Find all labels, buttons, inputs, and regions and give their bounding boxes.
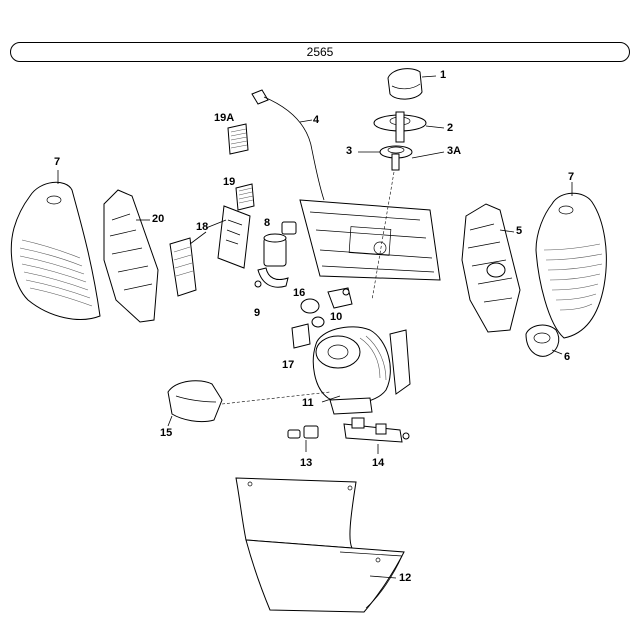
- label-part-13: 13: [300, 457, 313, 469]
- label-part-3a: 3A: [447, 145, 462, 157]
- part-5-end-panel: [461, 203, 521, 333]
- label-part-19a: 19A: [214, 112, 235, 124]
- label-part-14: 14: [372, 457, 385, 469]
- label-part-4: 4: [313, 114, 320, 126]
- part-2-sprocket: [373, 111, 445, 143]
- part-1-cap: [387, 68, 437, 100]
- part-15-trolley: [167, 380, 331, 427]
- label-part-10: 10: [330, 311, 343, 323]
- part-19-grill: [235, 183, 255, 211]
- label-part-7-right: 7: [568, 171, 575, 183]
- label-part-12: 12: [399, 572, 412, 584]
- part-4-power-cord: [251, 89, 325, 201]
- label-part-11: 11: [302, 397, 314, 409]
- diagram-title: 2565: [306, 45, 334, 59]
- part-14-limit-switch: [343, 417, 410, 454]
- label-part-9: 9: [254, 307, 261, 319]
- chassis-plate: [299, 171, 441, 301]
- part-7-right-cover: [535, 182, 607, 339]
- label-part-16: 16: [293, 287, 306, 299]
- part-19a-grill: [227, 123, 249, 155]
- label-part-1: 1: [440, 69, 447, 81]
- part-13-limit-parts: [287, 425, 319, 452]
- label-part-19: 19: [223, 176, 236, 188]
- diagram-title-bar: 2565: [10, 42, 630, 62]
- label-part-15: 15: [160, 427, 173, 439]
- label-part-18: 18: [196, 221, 209, 233]
- label-part-20: 20: [152, 213, 165, 225]
- label-part-6: 6: [564, 351, 571, 363]
- part-7-left-cover: [10, 170, 101, 320]
- part-18-circuit-board: [169, 205, 251, 297]
- part-6-socket: [525, 324, 563, 357]
- label-part-5: 5: [516, 225, 523, 237]
- part-8-capacitor: [263, 221, 297, 267]
- part-12-housing-cover: [235, 477, 405, 613]
- label-part-7-left: 7: [54, 156, 61, 168]
- label-part-17: 17: [282, 359, 295, 371]
- label-part-2: 2: [447, 122, 454, 134]
- part-11-motor: [312, 326, 411, 415]
- part-20-end-panel: [103, 189, 159, 323]
- label-part-8: 8: [264, 217, 271, 229]
- part-3-gear: [358, 145, 445, 171]
- part-9-bracket: [254, 267, 289, 288]
- label-part-3: 3: [346, 145, 353, 157]
- parts-16-10-17: [291, 287, 353, 349]
